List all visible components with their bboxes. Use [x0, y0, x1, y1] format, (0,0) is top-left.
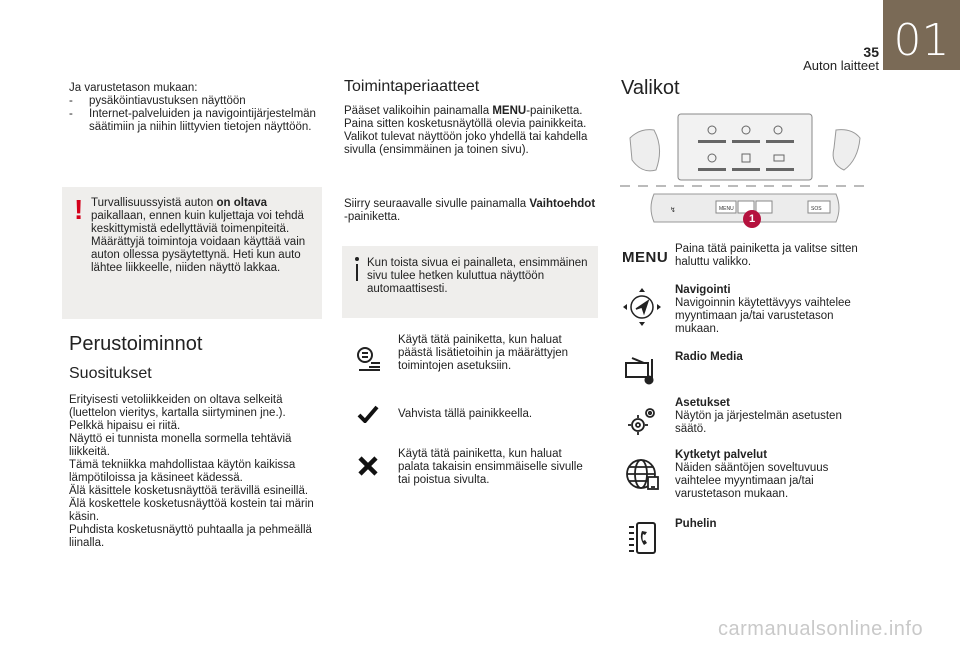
menu-row-text: Paina tätä painiketta ja valitse sitten …: [675, 243, 858, 268]
svg-text:↯: ↯: [670, 206, 676, 214]
menu-button-label: MENU: [622, 249, 669, 266]
recommendations-text: Erityisesti vetoliikkeiden on oltava sel…: [69, 394, 314, 549]
svg-text:MENU: MENU: [719, 206, 734, 212]
navigation-icon: [622, 287, 662, 327]
subsection-heading: Suositukset: [69, 365, 152, 382]
details-row-text: Käytä tätä painiketta, kun haluat päästä…: [398, 334, 569, 372]
connected-services-icon: [624, 455, 662, 493]
settings-gears-icon: [626, 405, 660, 439]
options-text: Siirry seuraavalle sivulle painamalla Va…: [344, 198, 596, 223]
phone-title: Puhelin: [675, 518, 717, 530]
menus-heading: Valikot: [621, 77, 680, 99]
section-heading: Perustoiminnot: [69, 333, 203, 355]
cross-icon: [357, 455, 379, 477]
details-list-icon: [355, 345, 381, 371]
page-number: 35: [863, 44, 879, 60]
chapter-title: Auton laitteet: [803, 58, 879, 73]
connected-services-item: Kytketyt palvelut Näiden sääntöjen sovel…: [675, 449, 829, 500]
callout-marker: 1: [743, 210, 761, 228]
radio-media-title: Radio Media: [675, 351, 743, 363]
intro-block: Ja varustetason mukaan: -pysäköintiavust…: [69, 82, 319, 134]
dashboard-illustration: ↯ MENU SOS: [620, 108, 870, 236]
principles-heading: Toimintaperiaatteet: [344, 78, 480, 95]
back-row-text: Käytä tätä painiketta, kun haluat palata…: [398, 448, 583, 486]
phone-icon: [626, 521, 658, 555]
warning-box: [62, 187, 322, 319]
info-text: Kun toista sivua ei painalleta, ensimmäi…: [367, 257, 588, 295]
warning-text: Turvallisuussyistä auton on oltava paika…: [91, 197, 306, 274]
intro-list-item: -pysäköintiavustuksen näyttöön: [69, 95, 246, 107]
radio-media-icon: [624, 355, 660, 385]
intro-list-item: -Internet-palveluiden ja navigointijärje…: [69, 108, 316, 133]
info-box: [342, 246, 598, 318]
settings-item: Asetukset Näytön ja järjestelmän asetust…: [675, 397, 842, 435]
svg-text:SOS: SOS: [811, 206, 822, 212]
warning-icon: !: [74, 194, 84, 225]
chapter-number-tab: 01: [883, 0, 960, 70]
info-icon: [350, 255, 364, 283]
watermark: carmanualsonline.info: [718, 618, 924, 640]
navigation-item: Navigointi Navigoinnin käytettävyys vaih…: [675, 284, 851, 335]
confirm-row-text: Vahvista tällä painikkeella.: [398, 408, 533, 420]
checkmark-icon: [357, 405, 379, 423]
intro-text: Ja varustetason mukaan:: [69, 82, 198, 94]
principles-text: Pääset valikoihin painamalla MENU-painik…: [344, 105, 588, 156]
